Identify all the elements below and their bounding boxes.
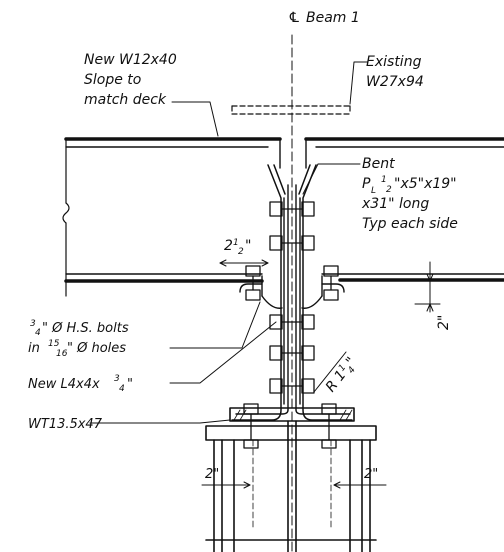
bent-plate-thk-num: 1 [381, 175, 387, 185]
vertical-dim: 2" [436, 315, 452, 330]
weld-hatch [233, 409, 353, 421]
radius-den: 4 [346, 365, 358, 376]
new-beam-right [304, 137, 504, 282]
radius-num: 1 [337, 363, 348, 374]
bolts-den: 4 [35, 328, 41, 338]
holes-den: 16 [56, 349, 68, 359]
bent-plate-left [231, 164, 286, 421]
new-beam-note-3: match deck [84, 92, 167, 108]
edge-dim-left: 2" [205, 467, 219, 482]
bolts-note-1: " Ø H.S. bolts [42, 321, 129, 336]
bent-plate-note-2-p: P [362, 176, 371, 192]
centerline-label: Beam 1 [306, 10, 360, 26]
existing-w27-outline [231, 105, 351, 115]
bolts-note-2-in: in [28, 341, 40, 356]
gap-dim-den: 2 [238, 247, 244, 257]
angle-den: 4 [119, 384, 125, 394]
edge-dim-right: 2" [364, 467, 378, 482]
bolts-num: 3 [30, 319, 36, 329]
web-and-angles [235, 184, 351, 415]
existing-note-2: W27x94 [366, 74, 424, 90]
bent-plate-right [298, 164, 353, 421]
bent-plate-note-2-l: L [371, 186, 376, 196]
lower-flange-detail [239, 275, 345, 309]
bent-plate-note-3: x31" long [361, 196, 429, 212]
angle-quote: " [127, 377, 133, 392]
bolt-column [269, 201, 315, 394]
wt-section [205, 407, 377, 552]
wt-label: WT13.5x47 [28, 417, 103, 432]
new-beam-left [62, 137, 282, 297]
angle-note: New L4x4x [28, 377, 100, 392]
holes-num: 15 [48, 339, 60, 349]
dimension-lines [201, 259, 441, 489]
bent-plate-note-2-rest: "x5"x19" [394, 176, 457, 192]
existing-note-1: Existing [366, 54, 422, 70]
gap-dim-whole: 2 [224, 238, 233, 254]
bent-plate-note-4: Typ each side [362, 216, 458, 232]
gap-dim-num: 1 [233, 238, 239, 248]
gap-dim-quote: " [245, 238, 251, 254]
angle-num: 3 [114, 374, 120, 384]
centerline-symbol: ℄ [288, 10, 301, 26]
bolt-gage-lines [252, 439, 332, 531]
bolts-note-2-rest: " Ø holes [67, 341, 126, 356]
flange-bolts [243, 265, 339, 449]
leaders [89, 61, 369, 424]
new-beam-note-2: Slope to [84, 72, 141, 88]
bent-plate-thk-den: 2 [386, 185, 392, 195]
new-beam-note-1: New W12x40 [84, 52, 177, 68]
bent-plate-note-1: Bent [362, 156, 395, 172]
